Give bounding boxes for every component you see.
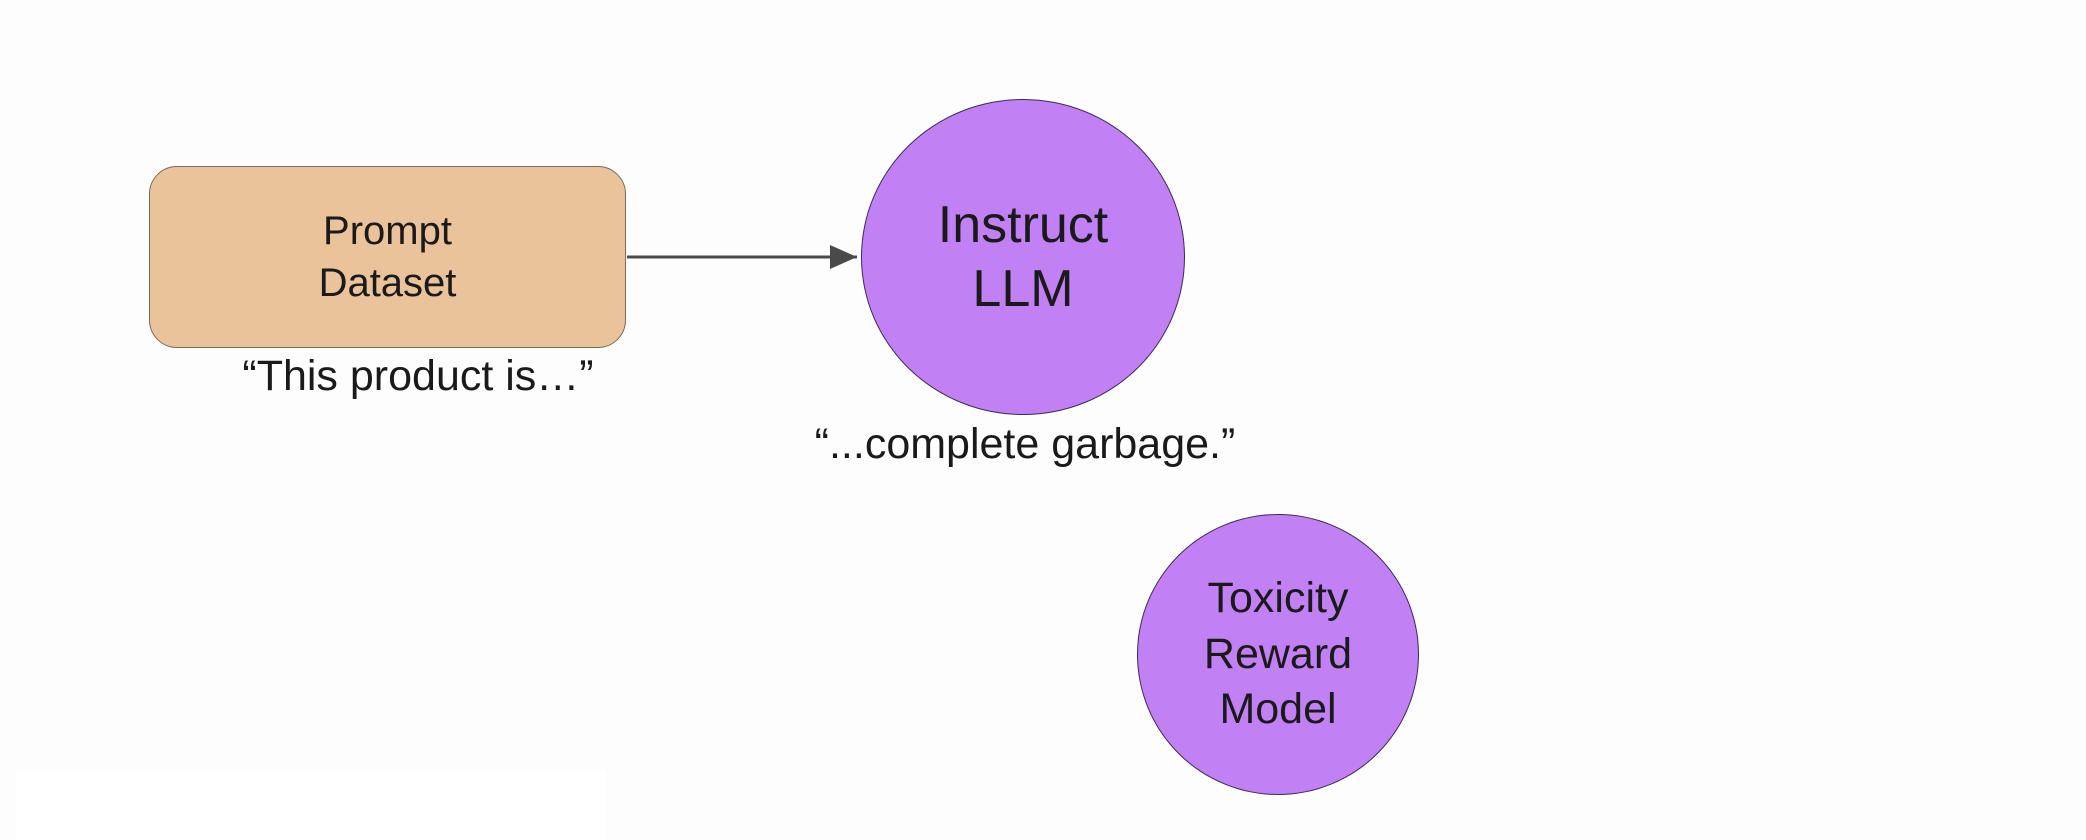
completion-example-caption: “...complete garbage.” — [814, 420, 1236, 468]
prompt-dataset-label-line1: Prompt — [323, 209, 452, 253]
instruct-llm-label-line2: LLM — [972, 260, 1074, 318]
blank-panel — [16, 770, 606, 840]
instruct-llm-node: Instruct LLM — [861, 99, 1185, 415]
toxicity-reward-model-label-line2: Reward — [1203, 629, 1353, 678]
prompt-dataset-label-line2: Dataset — [318, 261, 457, 305]
prompt-dataset-node: Prompt Dataset — [149, 166, 626, 348]
instruct-llm-label-line1: Instruct — [937, 195, 1109, 254]
toxicity-reward-model-label-line3: Model — [1219, 685, 1337, 734]
toxicity-reward-model-node: Toxicity Reward Model — [1137, 514, 1419, 795]
toxicity-reward-model-label-line1: Toxicity — [1207, 573, 1349, 622]
prompt-example-caption: “This product is…” — [242, 352, 594, 400]
